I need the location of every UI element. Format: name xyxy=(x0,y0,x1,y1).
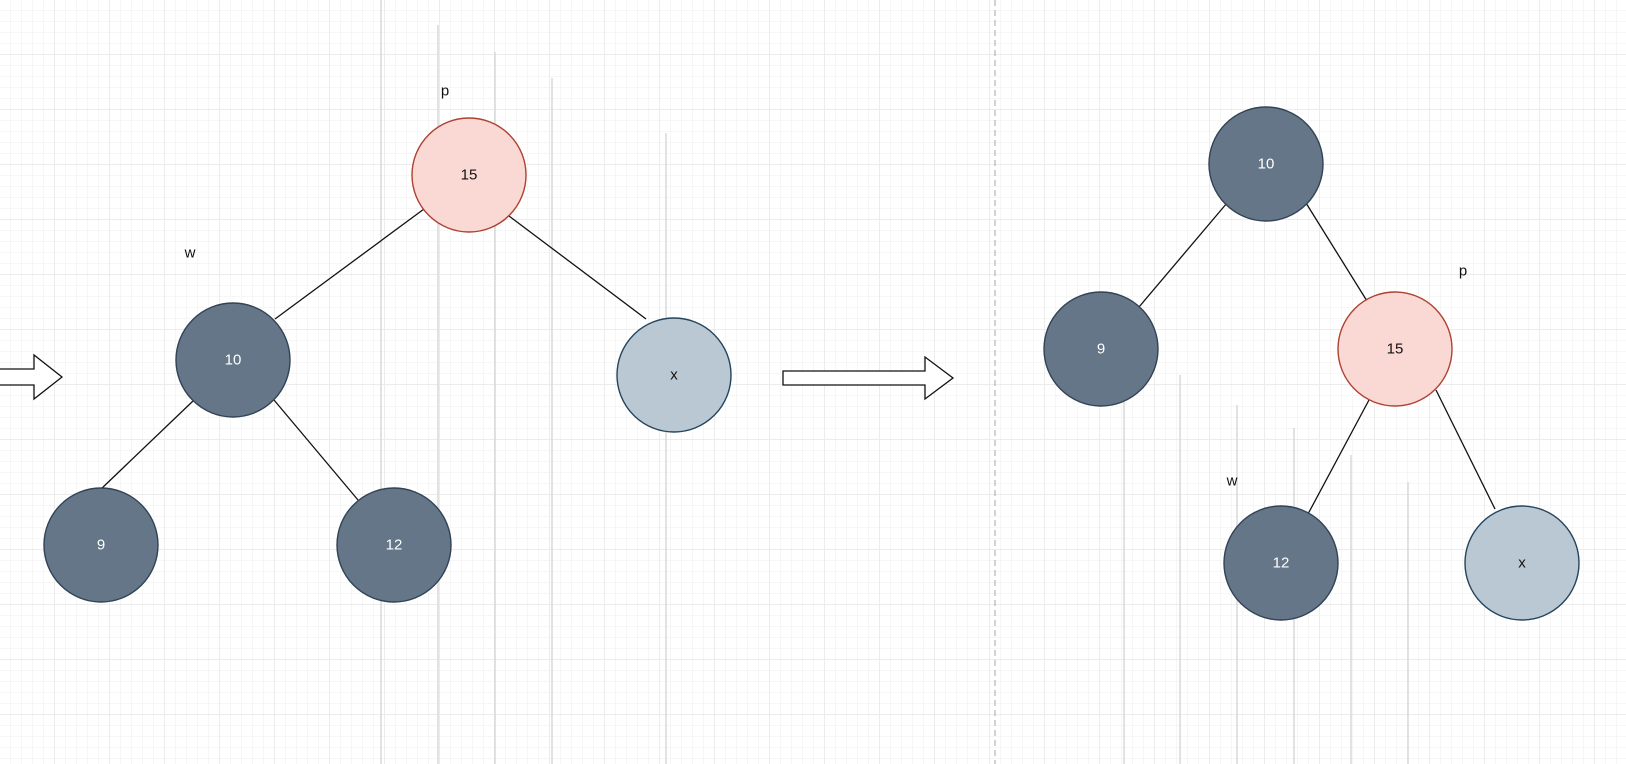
edge-15-x xyxy=(1435,389,1496,510)
after-node-10[interactable]: 10 xyxy=(1208,106,1324,222)
after-w-label: w xyxy=(1226,473,1238,490)
edge-15-12 xyxy=(1307,399,1370,515)
edge-15-x xyxy=(508,215,647,320)
before-node-15[interactable]: 15 xyxy=(411,117,527,233)
before-node-12[interactable]: 12 xyxy=(336,487,452,603)
after-edges xyxy=(1138,202,1496,515)
after-node-x[interactable]: x xyxy=(1464,505,1580,621)
after-node-12-label: 12 xyxy=(1273,555,1290,572)
before-node-12-label: 12 xyxy=(386,537,403,554)
edge-10-12 xyxy=(273,399,359,501)
before-w-label: w xyxy=(184,245,196,262)
after-node-x-label: x xyxy=(1518,555,1526,572)
after-node-15[interactable]: 15 xyxy=(1337,291,1453,407)
before-edges xyxy=(99,208,647,501)
after-node-10-label: 10 xyxy=(1258,156,1275,173)
before-node-x[interactable]: x xyxy=(616,317,732,433)
edge-15-10 xyxy=(274,208,425,320)
edge-10-9 xyxy=(99,400,194,491)
edge-10-9 xyxy=(1138,202,1228,308)
after-node-9-label: 9 xyxy=(1097,341,1105,358)
edge-10-15 xyxy=(1305,202,1368,302)
right-arrow-icon xyxy=(0,353,64,401)
before-tree: 15 10 x 9 12 p w xyxy=(43,83,732,603)
before-node-10-label: 10 xyxy=(225,352,242,369)
after-node-9[interactable]: 9 xyxy=(1043,291,1159,407)
after-p-label: p xyxy=(1459,263,1467,280)
after-tree: 10 9 15 12 x p w xyxy=(1043,106,1580,621)
before-node-9-label: 9 xyxy=(97,537,105,554)
before-node-9[interactable]: 9 xyxy=(43,487,159,603)
before-p-label: p xyxy=(441,83,449,100)
before-node-x-label: x xyxy=(670,367,678,384)
before-node-10[interactable]: 10 xyxy=(175,302,291,418)
before-node-15-label: 15 xyxy=(461,167,478,184)
after-node-12[interactable]: 12 xyxy=(1223,505,1339,621)
after-node-15-label: 15 xyxy=(1387,341,1404,358)
transition-arrow-icon xyxy=(782,355,955,401)
